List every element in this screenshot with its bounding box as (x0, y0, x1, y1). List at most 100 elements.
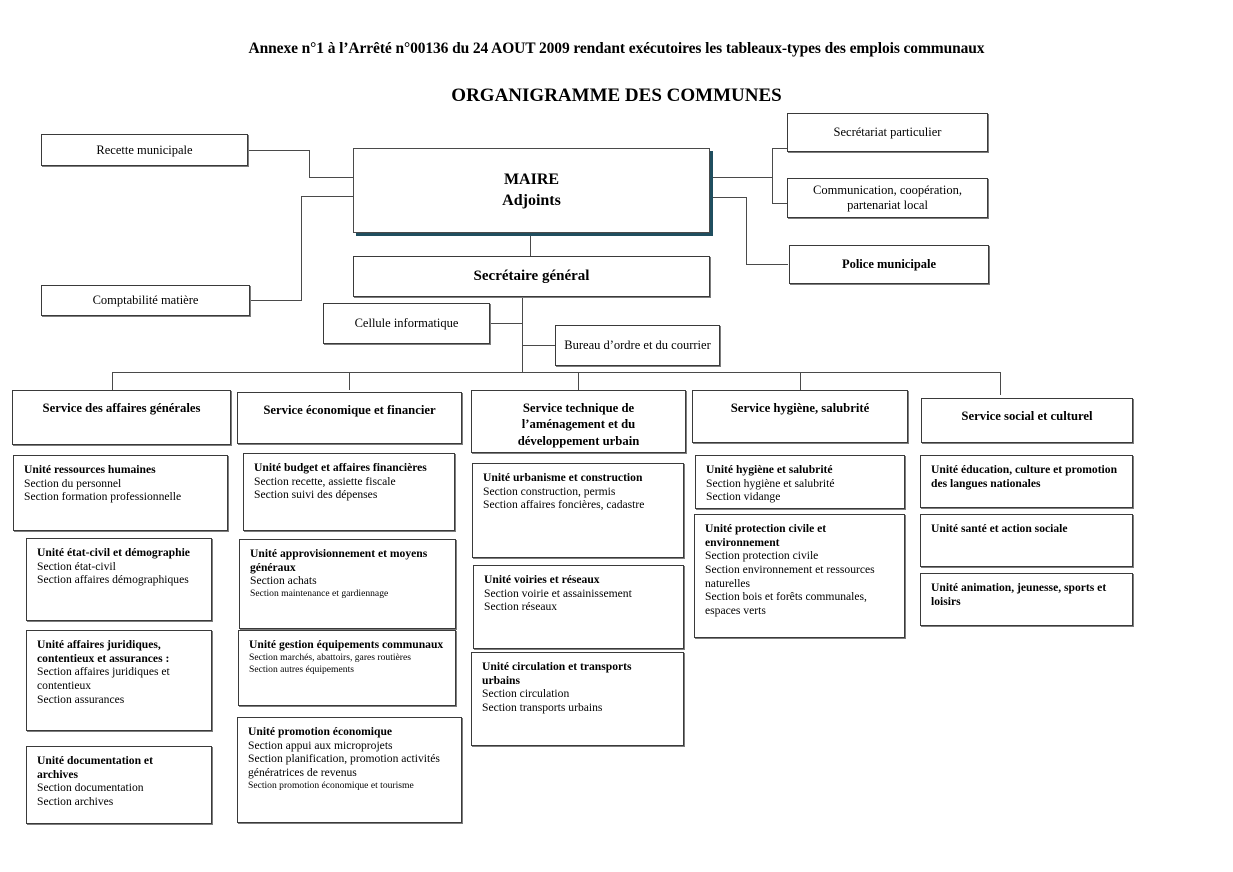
unit-title-line: environnement (705, 535, 780, 549)
unit-section-line: Section documentation (37, 781, 144, 795)
connector-right-branch-v (772, 148, 773, 203)
box-bureau-ordre-courrier[interactable]: Bureau d’ordre et du courrier (555, 325, 720, 366)
unit-section-line: Section suivi des dépenses (254, 488, 378, 502)
box-service-social-culturel[interactable]: Service social et culturel (921, 398, 1133, 443)
unit-section-line: Section circulation (482, 687, 570, 701)
unit-title-line: Unité affaires juridiques, (37, 638, 161, 651)
unit-title-line: Unité approvisionnement et moyens (250, 547, 428, 560)
service-title-line: Service technique de (522, 401, 635, 415)
box-service-economique-financier[interactable]: Service économique et financier (237, 392, 462, 444)
maire-line-2: Adjoints (502, 191, 561, 209)
unit-section-line: Section transports urbains (482, 700, 603, 714)
box-communication[interactable]: Communication, coopération,partenariat l… (787, 178, 988, 218)
unit-section-line: Section autres équipements (249, 663, 354, 675)
unit-title-line: généraux (250, 560, 296, 574)
unit-title-line: Unité ressources humaines (24, 463, 156, 476)
unit-section-line: Section archives (37, 794, 114, 808)
unit-section-line: Section marchés, abattoirs, gares routiè… (249, 651, 411, 663)
maire-line-1: MAIRE (503, 170, 560, 188)
box-unit-voiries-reseaux[interactable]: Unité voiries et réseaux Section voirie … (473, 565, 684, 649)
unit-title-line: des langues nationales (931, 476, 1041, 490)
page-title: ORGANIGRAMME DES COMMUNES (451, 85, 782, 106)
unit-title-line: urbains (482, 673, 521, 687)
service-title-4: Service hygiène, salubrité (693, 400, 907, 416)
box-maire[interactable]: MAIRE Adjoints (353, 148, 710, 233)
box-unit-ressources-humaines[interactable]: Unité ressources humaines Section du per… (13, 455, 228, 531)
unit-section-line: Section planification, promotion activit… (248, 752, 440, 780)
unit-title: Unité état-civil et démographie (37, 546, 203, 560)
unit-title: Unité gestion équipements communaux (249, 638, 447, 652)
document-header-note: Annexe n°1 à l’Arrêté n°00136 du 24 AOUT… (248, 40, 985, 57)
connector-cellule-h (490, 323, 523, 324)
unit-title-line: Unité état-civil et démographie (37, 546, 190, 559)
box-unit-budget-affaires-financieres[interactable]: Unité budget et affaires financières Sec… (243, 453, 455, 531)
unit-sections: Section affaires juridiques et contentie… (37, 665, 203, 706)
unit-section-line: Section recette, assiette fiscale (254, 474, 396, 488)
connector-comptabilite-h1 (250, 300, 302, 301)
box-unit-etat-civil-demographie[interactable]: Unité état-civil et démographie Section … (26, 538, 212, 621)
connector-sg-spine (522, 297, 523, 372)
service-drop-3 (578, 372, 579, 390)
connector-police-v (746, 197, 747, 265)
box-service-hygiene-salubrite[interactable]: Service hygiène, salubrité (692, 390, 908, 443)
unit-title: Unité voiries et réseaux (484, 573, 675, 587)
box-cellule-informatique[interactable]: Cellule informatique (323, 303, 490, 344)
box-unit-hygiene-salubrite[interactable]: Unité hygiène et salubrité Section hygiè… (695, 455, 905, 509)
box-secretaire-general-label: Secrétaire général (473, 267, 590, 284)
box-bureau-ordre-courrier-label: Bureau d’ordre et du courrier (564, 338, 711, 353)
service-title-line: Service des affaires générales (42, 401, 201, 415)
unit-section-line: Section formation professionnelle (24, 490, 182, 504)
unit-title-line: Unité hygiène et salubrité (706, 463, 833, 476)
connector-recette-v (309, 150, 310, 177)
unit-title-line: Unité urbanisme et construction (483, 471, 643, 484)
connector-bureau-h (522, 345, 556, 346)
box-unit-sante-action-sociale[interactable]: Unité santé et action sociale (920, 514, 1133, 567)
unit-section-line: Section promotion économique et tourisme (248, 779, 414, 791)
box-comptabilite-matiere[interactable]: Comptabilité matière (41, 285, 250, 316)
service-title-line: l’aménagement et du (521, 417, 636, 432)
box-unit-affaires-juridiques[interactable]: Unité affaires juridiques,contentieux et… (26, 630, 212, 731)
unit-title-line: contentieux et assurances : (37, 651, 170, 665)
box-secretariat-particulier[interactable]: Secrétariat particulier (787, 113, 988, 152)
communication-line-2: partenariat local (847, 198, 928, 212)
box-police-municipale-label: Police municipale (841, 257, 937, 272)
box-service-affaires-generales[interactable]: Service des affaires générales (12, 390, 231, 445)
unit-title: Unité budget et affaires financières (254, 461, 446, 475)
box-unit-urbanisme-construction[interactable]: Unité urbanisme et construction Section … (472, 463, 684, 558)
unit-title-line: Unité voiries et réseaux (484, 573, 600, 586)
connector-comptabilite-v (301, 196, 302, 301)
unit-title-line: archives (37, 767, 79, 781)
box-police-municipale[interactable]: Police municipale (789, 245, 989, 284)
connector-police-h2 (746, 264, 788, 265)
unit-title-line: loisirs (931, 594, 961, 608)
box-recette-municipale[interactable]: Recette municipale (41, 134, 248, 166)
unit-title-line: Unité santé et action sociale (931, 522, 1068, 535)
service-title-2: Service économique et financier (238, 402, 461, 418)
box-unit-gestion-equipements[interactable]: Unité gestion équipements communaux Sect… (238, 630, 456, 706)
box-unit-promotion-economique[interactable]: Unité promotion économique Section appui… (237, 717, 462, 823)
box-comptabilite-matiere-label: Comptabilité matière (92, 293, 199, 308)
unit-section-line: Section hygiène et salubrité (706, 476, 835, 490)
service-drop-2 (349, 372, 350, 390)
unit-title-line: Unité gestion équipements communaux (249, 638, 444, 651)
unit-title-line: Unité budget et affaires financières (254, 461, 427, 474)
unit-title: Unité santé et action sociale (931, 522, 1124, 536)
box-secretaire-general[interactable]: Secrétaire général (353, 256, 710, 297)
